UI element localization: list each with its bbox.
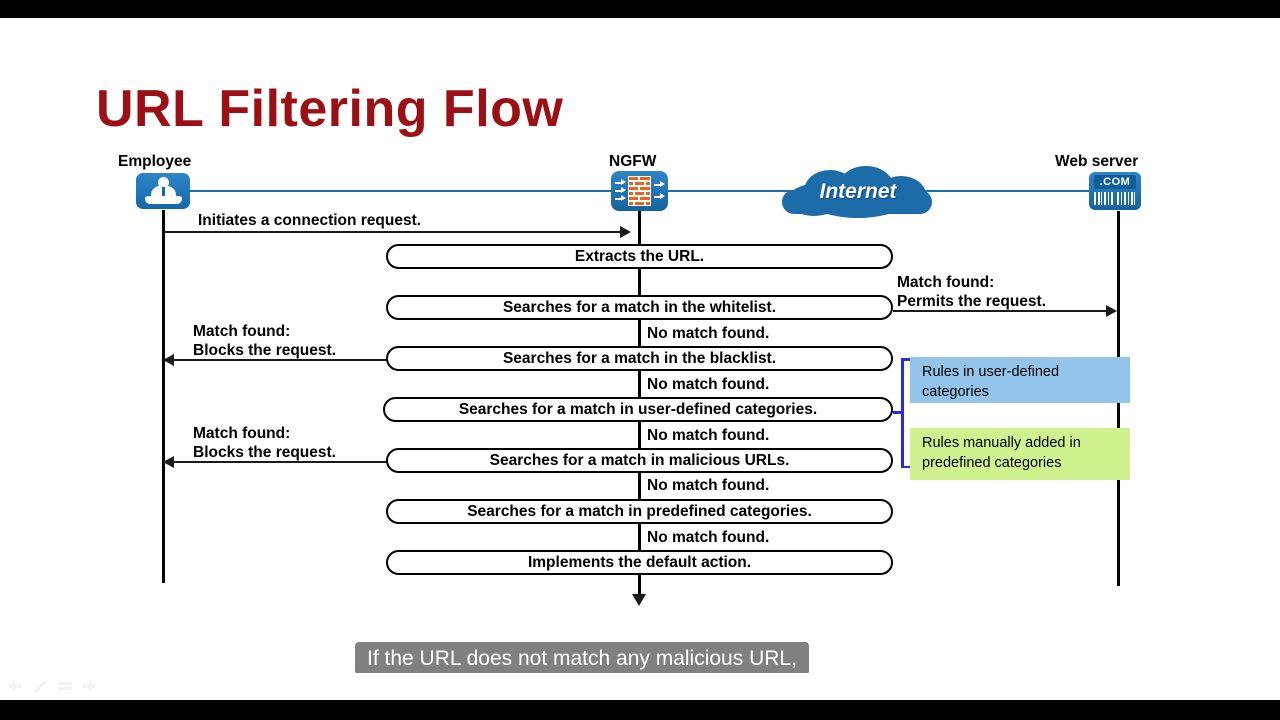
subtitle-caption: If the URL does not match any malicious … — [355, 642, 809, 675]
step-extract: Extracts the URL. — [386, 244, 893, 269]
step-user-defined-categories: Searches for a match in user-defined cat… — [383, 397, 893, 422]
step-predefined-categories: Searches for a match in predefined categ… — [386, 499, 893, 524]
no-match-label-5: No match found. — [647, 529, 770, 546]
step-malicious-urls: Searches for a match in malicious URLs. — [386, 448, 893, 473]
message-initiate-arrowhead — [620, 226, 631, 238]
web-server-icon: .COM — [1089, 172, 1141, 210]
web-server-com-label: .COM — [1094, 175, 1136, 189]
no-match-label-1: No match found. — [647, 325, 770, 342]
flow-end-arrow — [632, 594, 646, 606]
actor-label-web-server: Web server — [1055, 153, 1139, 170]
message-block-label-2: Match found: Blocks the request. — [193, 424, 336, 462]
message-initiate-label: Initiates a connection request. — [198, 212, 422, 229]
user-at-desk-icon — [136, 173, 190, 209]
step-blacklist: Searches for a match in the blacklist. — [386, 346, 893, 371]
no-match-label-2: No match found. — [647, 376, 770, 393]
step-whitelist: Searches for a match in the whitelist. — [386, 295, 893, 320]
step-default-action: Implements the default action. — [386, 550, 893, 575]
actor-label-ngfw: NGFW — [609, 153, 657, 170]
slide-canvas: URL Filtering Flow Employee NGFW Web ser… — [0, 18, 1280, 675]
message-block-arrowhead-1 — [163, 354, 174, 366]
actor-label-employee: Employee — [118, 153, 192, 170]
message-permit-line — [893, 310, 1109, 312]
link-internet-web — [921, 190, 1089, 192]
message-permit-line2: Permits the request. — [897, 293, 1047, 310]
cloud-label: Internet — [819, 180, 897, 203]
message-block-1-line2: Blocks the request. — [193, 342, 336, 359]
no-match-label-3: No match found. — [647, 427, 770, 444]
next-slide-icon[interactable] — [82, 679, 98, 693]
lifeline-employee — [162, 210, 165, 583]
message-block-2-line2: Blocks the request. — [193, 444, 336, 461]
no-match-label-4: No match found. — [647, 477, 770, 494]
pen-icon[interactable] — [32, 679, 48, 693]
message-block-line-2 — [172, 461, 390, 463]
slide-menu-icon[interactable] — [57, 679, 73, 693]
message-block-1-line1: Match found: — [193, 323, 291, 340]
presentation-toolbar — [0, 673, 1280, 700]
note-predefined-categories: Rules manually added in predefined categ… — [910, 428, 1130, 480]
note-user-defined-categories: Rules in user-defined categories — [910, 357, 1130, 403]
notes-bracket — [893, 358, 915, 468]
message-block-label-1: Match found: Blocks the request. — [193, 322, 336, 360]
message-permit-arrowhead — [1106, 305, 1117, 317]
message-block-arrowhead-2 — [163, 456, 174, 468]
cloud-icon: Internet — [782, 166, 934, 218]
firewall-icon — [611, 171, 668, 211]
message-block-line-1 — [172, 359, 390, 361]
previous-slide-icon[interactable] — [6, 679, 22, 693]
page-title: URL Filtering Flow — [96, 80, 564, 138]
link-employee-ngfw — [190, 190, 611, 192]
message-block-2-line1: Match found: — [193, 425, 291, 442]
message-initiate-line — [164, 231, 622, 233]
message-permit-line1: Match found: — [897, 274, 995, 291]
link-ngfw-internet — [668, 190, 794, 192]
message-permit-label: Match found: Permits the request. — [897, 273, 1046, 311]
